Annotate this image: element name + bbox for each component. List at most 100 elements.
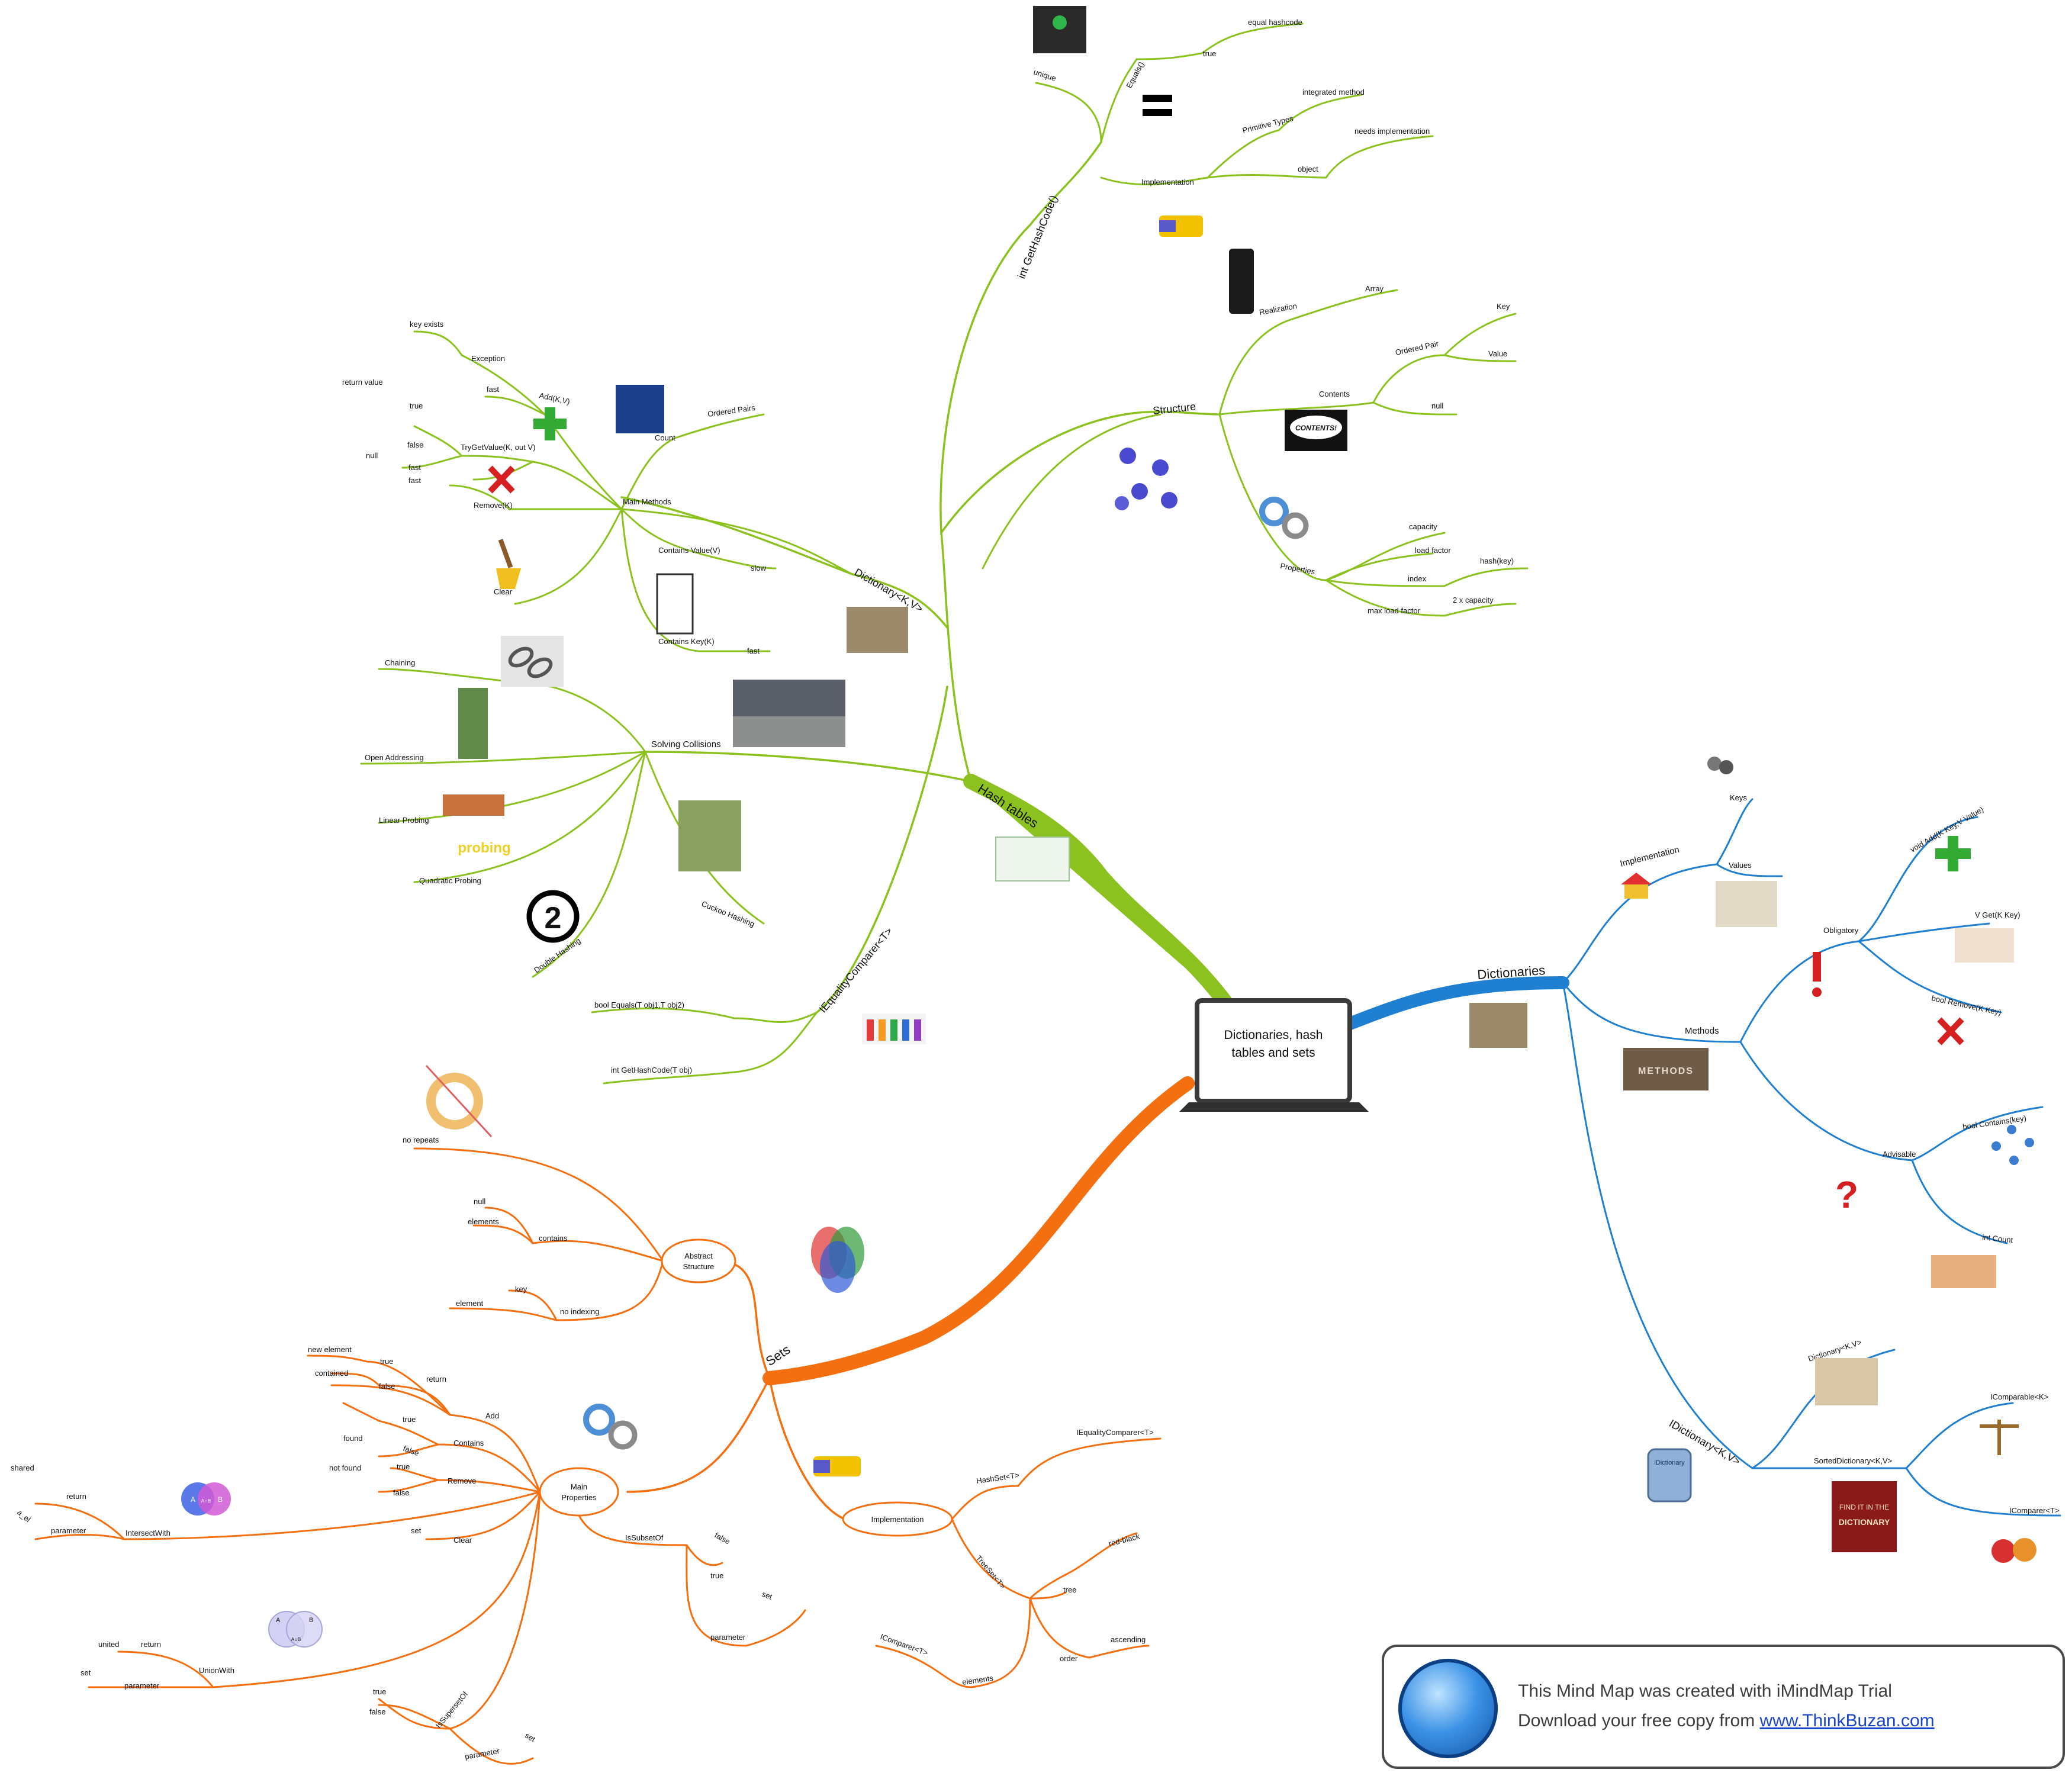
obligatory-add[interactable]: void Add(K Key,V Value) (1909, 805, 1985, 854)
obligatory-remove[interactable]: bool Remove(K Key) (1931, 993, 2002, 1017)
contents-ordered-pair[interactable]: Ordered Pair (1395, 339, 1440, 357)
thinkbuzan-link[interactable]: www.ThinkBuzan.com (1759, 1711, 1935, 1730)
trygetvalue-return-value[interactable]: return value (342, 378, 383, 387)
gethashcode-equals-true[interactable]: true (1203, 49, 1216, 58)
cuckoo-hashing-label[interactable]: Cuckoo Hashing (700, 899, 756, 929)
central-node[interactable]: Dictionaries, hash tables and sets (1179, 998, 1369, 1112)
add-method-label[interactable]: Add(K,V) (538, 391, 571, 406)
realization-array[interactable]: Array (1365, 284, 1384, 293)
clear-method-label[interactable]: Clear (494, 587, 513, 596)
set-contains-found[interactable]: found (343, 1434, 363, 1443)
iequalitycomparer-gethashcode[interactable]: int GetHashCode(T obj) (611, 1066, 692, 1074)
advisable-label[interactable]: Advisable (1883, 1150, 1916, 1159)
abstract-null-label[interactable]: null (474, 1197, 485, 1206)
set-issubsetof-false[interactable]: false (713, 1530, 732, 1546)
sorteddictionary-label[interactable]: SortedDictionary<K,V> (1814, 1456, 1892, 1465)
set-contains-true[interactable]: true (403, 1415, 416, 1424)
realization-label[interactable]: Realization (1259, 301, 1298, 317)
chaining-label[interactable]: Chaining (385, 658, 415, 667)
set-intersectwith-return[interactable]: return (66, 1492, 86, 1501)
obligatory-label[interactable]: Obligatory (1823, 926, 1859, 935)
treeset-red-black[interactable]: red-black (1108, 1532, 1141, 1548)
treeset-order[interactable]: order (1060, 1654, 1078, 1663)
sets-label[interactable]: Sets (763, 1342, 793, 1369)
treeset-ascending[interactable]: ascending (1111, 1635, 1146, 1644)
set-unionwith-set[interactable]: set (81, 1668, 91, 1677)
set-unionwith-label[interactable]: UnionWith (199, 1666, 234, 1675)
set-add-false[interactable]: false (379, 1382, 395, 1391)
set-issupersetof-false[interactable]: false (369, 1707, 385, 1716)
set-remove-label[interactable]: Remove (448, 1476, 476, 1485)
set-contains-label[interactable]: Contains (453, 1439, 484, 1447)
properties-index[interactable]: index (1408, 574, 1427, 583)
contents-label[interactable]: Contents (1319, 390, 1350, 398)
hashset-label[interactable]: HashSet<T> (976, 1471, 1019, 1485)
gethashcode-implementation[interactable]: Implementation (1141, 178, 1194, 186)
set-issupersetof-true[interactable]: true (373, 1687, 386, 1696)
contains-value-slow[interactable]: slow (751, 564, 767, 572)
sorteddictionary-icomparable[interactable]: IComparable<K> (1990, 1392, 2048, 1401)
contents-null[interactable]: null (1431, 401, 1443, 410)
set-remove-not-found[interactable]: not found (329, 1463, 361, 1472)
set-issupersetof-label[interactable]: IsSupersetOf (434, 1690, 470, 1730)
properties-two-x-capacity[interactable]: 2 x capacity (1453, 596, 1494, 604)
gethashcode-label[interactable]: int GetHashCode() (1015, 194, 1060, 281)
trygetvalue-null[interactable]: null (366, 451, 378, 460)
remove-method-label[interactable]: Remove(K) (474, 501, 513, 510)
dict-values-label[interactable]: Values (1729, 861, 1752, 870)
set-contains-false[interactable]: false (402, 1444, 420, 1458)
trygetvalue-fast[interactable]: fast (408, 463, 421, 472)
set-issupersetof-set[interactable]: set (524, 1731, 538, 1744)
no-indexing-element[interactable]: element (456, 1299, 484, 1308)
contains-key-label[interactable]: Contains Key(K) (658, 637, 715, 646)
dict-keys-label[interactable]: Keys (1730, 793, 1747, 802)
set-add-true[interactable]: true (380, 1357, 393, 1366)
trygetvalue-label[interactable]: TryGetValue(K, out V) (461, 443, 535, 452)
ordered-pairs-label[interactable]: Ordered Pairs (707, 403, 756, 419)
contains-key-fast[interactable]: fast (747, 646, 760, 655)
set-issubsetof-set[interactable]: set (761, 1590, 774, 1601)
set-remove-true[interactable]: true (397, 1462, 410, 1471)
contents-value[interactable]: Value (1488, 349, 1507, 358)
main-methods-label[interactable]: Main Methods (623, 497, 671, 506)
abstract-contains-label[interactable]: contains (539, 1234, 568, 1243)
set-intersectwith-a-el[interactable]: a_el (15, 1508, 33, 1524)
gethashcode-needs-implementation[interactable]: needs implementation (1354, 127, 1430, 136)
treeset-label[interactable]: TreeSet<T> (974, 1553, 1008, 1590)
set-add-label[interactable]: Add (485, 1411, 499, 1420)
open-addressing-label[interactable]: Open Addressing (365, 753, 424, 762)
set-add-return[interactable]: return (426, 1375, 446, 1384)
contains-value-label[interactable]: Contains Value(V) (658, 546, 720, 555)
set-add-contained[interactable]: contained (315, 1369, 348, 1378)
gethashcode-integrated-method[interactable]: integrated method (1302, 88, 1365, 96)
set-issupersetof-parameter[interactable]: parameter (464, 1746, 501, 1761)
trygetvalue-false[interactable]: false (407, 440, 423, 449)
set-unionwith-united[interactable]: united (98, 1640, 119, 1649)
set-clear-label[interactable]: Clear (453, 1536, 472, 1545)
sorteddictionary-icomparer[interactable]: IComparer<T> (2009, 1506, 2060, 1515)
gethashcode-object[interactable]: object (1298, 165, 1318, 173)
linear-probing-label[interactable]: Linear Probing (379, 816, 429, 825)
branch-dictionaries[interactable] (1342, 976, 1569, 1031)
set-issubsetof-true[interactable]: true (710, 1571, 723, 1580)
advisable-count[interactable]: int Count (1982, 1233, 2014, 1244)
add-exception[interactable]: Exception (471, 354, 505, 363)
contents-key[interactable]: Key (1497, 302, 1510, 311)
main-properties-node[interactable] (539, 1467, 619, 1517)
set-issubsetof-parameter[interactable]: parameter (710, 1633, 746, 1642)
properties-max-load-factor[interactable]: max load factor (1368, 606, 1421, 615)
properties-capacity[interactable]: capacity (1409, 522, 1437, 531)
treeset-elements[interactable]: elements (961, 1674, 994, 1687)
add-key-exists[interactable]: key exists (410, 320, 444, 329)
set-intersectwith-shared[interactable]: shared (11, 1463, 34, 1472)
set-unionwith-parameter[interactable]: parameter (124, 1681, 160, 1690)
set-add-new-element[interactable]: new element (308, 1345, 352, 1354)
dict-implementation-label[interactable]: Implementation (1619, 845, 1681, 869)
gethashcode-equal-hashcode[interactable]: equal hashcode (1248, 18, 1302, 27)
solving-collisions-label[interactable]: Solving Collisions (651, 739, 721, 749)
abstract-elements-label[interactable]: elements (468, 1217, 499, 1226)
gethashcode-unique[interactable]: unique (1032, 67, 1057, 83)
set-issubsetof-label[interactable]: IsSubsetOf (625, 1533, 664, 1542)
no-repeats-label[interactable]: no repeats (403, 1135, 439, 1144)
add-fast[interactable]: fast (487, 385, 499, 394)
